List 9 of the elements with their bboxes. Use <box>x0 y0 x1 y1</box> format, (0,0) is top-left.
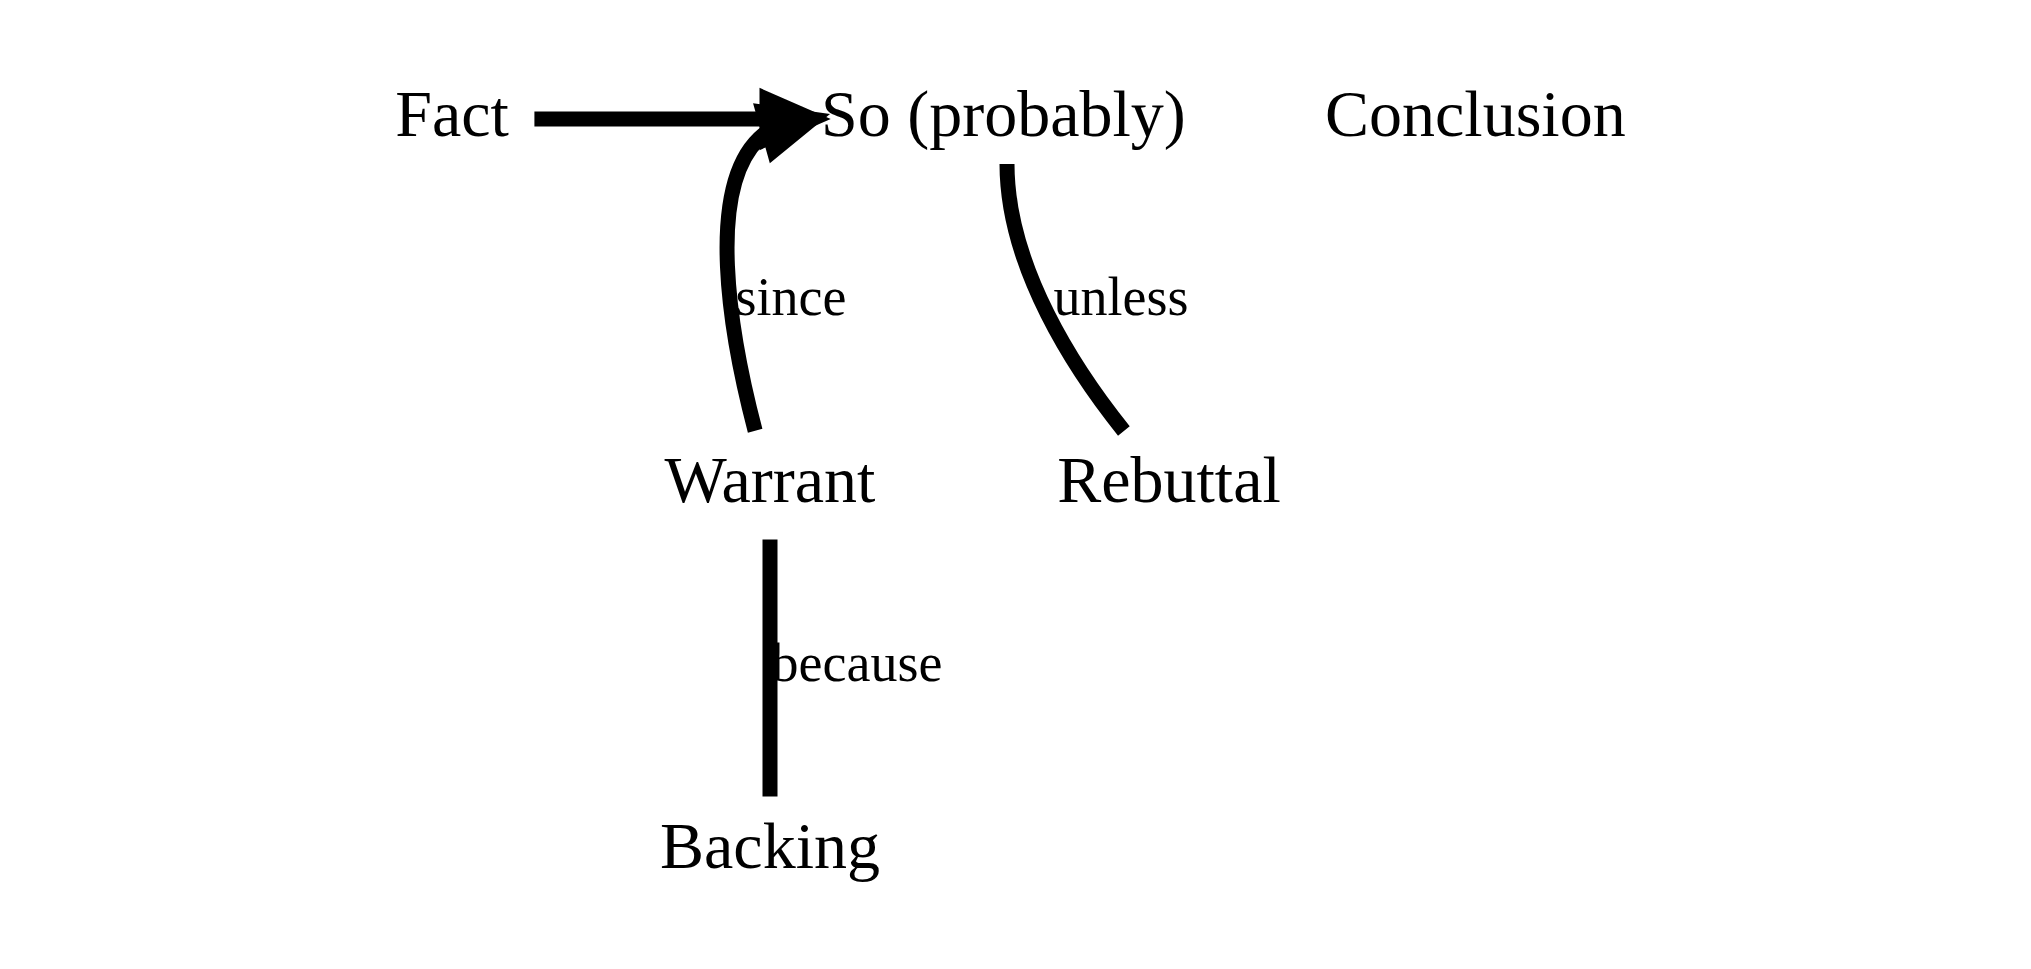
edge-label: unless <box>1053 266 1188 327</box>
node-label: Conclusion <box>1324 76 1626 150</box>
node-text: So (probably) <box>820 76 1186 150</box>
node-text: Warrant <box>664 442 875 516</box>
node-text: Backing <box>659 808 880 882</box>
edge-label: because <box>771 632 942 693</box>
edge-label: since <box>735 266 846 327</box>
node-text: Rebuttal <box>1056 442 1281 516</box>
node-text: Fact <box>394 76 509 150</box>
